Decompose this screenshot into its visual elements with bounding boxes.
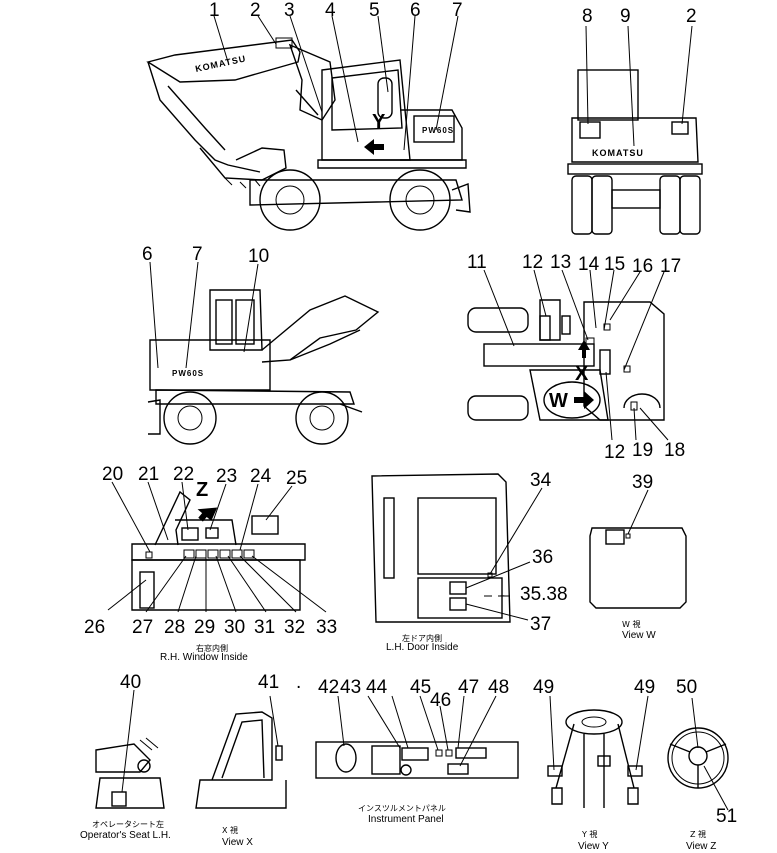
callout-6: 6 — [410, 0, 421, 21]
callout-4: 4 — [325, 0, 336, 21]
callout-2-rear: 2 — [686, 6, 697, 27]
callout-28: 28 — [164, 617, 185, 638]
lh-door-inside-view: 34 36 - 35.38 37 左ドア内側 L.H. Door Inside — [371, 470, 568, 653]
excavator-rear-view: KOMATSU 8 9 2 — [567, 6, 703, 235]
view-w: 39 W 視 View W — [589, 472, 687, 641]
callout-30: 30 — [224, 617, 245, 638]
view-y-caption-jp: Y 視 — [581, 830, 597, 839]
callout-15: 15 — [604, 254, 625, 275]
callout-49-right: 49 — [634, 677, 655, 698]
svg-text:.: . — [296, 672, 301, 693]
panel-caption-jp: インスツルメントパネル — [358, 804, 446, 813]
view-y: 49 49 Y 視 View Y — [533, 677, 655, 852]
callout-24: 24 — [250, 466, 272, 487]
view-y-marker: Y — [372, 111, 386, 133]
callout-45: 45 — [410, 677, 431, 698]
seat-caption: Operator's Seat L.H. — [80, 830, 171, 841]
callout-50: 50 — [676, 677, 697, 698]
view-z: 50 51 Z 視 View Z — [667, 677, 737, 852]
callout-32: 32 — [284, 617, 305, 638]
callout-21: 21 — [138, 464, 159, 485]
callout-37: 37 — [530, 614, 551, 635]
callout-1: 1 — [209, 0, 220, 21]
callout-25: 25 — [286, 468, 307, 489]
panel-caption: Instrument Panel — [368, 814, 444, 825]
callout-6-rh: 6 — [142, 244, 153, 265]
callout-41: 41 — [258, 672, 279, 693]
svg-text:-: - — [500, 587, 505, 604]
callout-36: 36 — [532, 547, 553, 568]
callout-17: 17 — [660, 256, 681, 277]
callout-18: 18 — [664, 440, 685, 461]
komatsu-boom-decal: KOMATSU — [194, 53, 247, 74]
operator-seat-view: 40 オペレータシート左 Operator's Seat L.H. — [80, 672, 171, 841]
view-x-caption-jp: X 視 — [222, 826, 238, 835]
callout-42: 42 — [318, 677, 339, 698]
callout-48: 48 — [488, 677, 509, 698]
callout-11: 11 — [467, 252, 487, 273]
rh-window-caption: R.H. Window Inside — [160, 652, 248, 663]
rh-window-caption-jp: 右窓内側 — [196, 643, 228, 653]
callout-29: 29 — [194, 617, 215, 638]
view-x-caption: View X — [222, 837, 253, 848]
callout-13: 13 — [550, 252, 571, 273]
callout-31: 31 — [254, 617, 275, 638]
callout-12: 12 — [522, 252, 543, 273]
callout-8: 8 — [582, 6, 593, 27]
callout-5: 5 — [369, 0, 380, 21]
callout-22: 22 — [173, 464, 194, 485]
callout-34: 34 — [530, 470, 552, 491]
callout-10: 10 — [248, 246, 269, 267]
callout-39: 39 — [632, 472, 653, 493]
callout-44: 44 — [366, 677, 388, 698]
callout-16: 16 — [632, 256, 653, 277]
callouts-side-view: 1 2 3 4 5 6 7 — [209, 0, 463, 151]
model-decal-rh: PW60S — [172, 369, 204, 378]
view-w-marker: W — [549, 390, 568, 412]
lh-door-caption: L.H. Door Inside — [386, 642, 459, 653]
callout-12-top: 12 — [604, 442, 625, 463]
callout-3: 3 — [284, 0, 295, 21]
callout-35-38: 35.38 — [520, 584, 568, 605]
callout-2: 2 — [250, 0, 261, 21]
view-z-caption-jp: Z 視 — [690, 830, 706, 839]
rh-window-inside-view: Z 20 21 22 23 24 25 26 27 28 29 30 31 32… — [84, 464, 337, 663]
excavator-right-side-view: PW60S 6 7 10 — [142, 244, 380, 445]
callout-7: 7 — [452, 0, 463, 21]
callout-7-rh: 7 — [192, 244, 203, 265]
model-decal: PW60S — [422, 126, 454, 135]
callout-43: 43 — [340, 677, 361, 698]
callout-9: 9 — [620, 6, 631, 27]
callout-51: 51 — [716, 806, 737, 827]
callout-19: 19 — [632, 440, 653, 461]
excavator-side-view: Y KOMATSU PW60S — [146, 37, 471, 231]
view-x-marker: X — [575, 363, 589, 385]
view-w-caption-jp: W 視 — [622, 620, 640, 629]
instrument-panel-view: 42 43 44 45 46 47 48 インスツルメントパネル Instrum… — [315, 677, 519, 825]
view-x: 41 . X 視 View X — [195, 672, 301, 848]
callout-47: 47 — [458, 677, 479, 698]
lh-door-caption-jp: 左ドア内側 — [402, 633, 442, 643]
callout-40: 40 — [120, 672, 141, 693]
callout-20: 20 — [102, 464, 123, 485]
komatsu-rear-decal: KOMATSU — [592, 148, 644, 158]
callout-14: 14 — [578, 254, 600, 275]
view-z-marker: Z — [196, 479, 208, 501]
callout-27: 27 — [132, 617, 153, 638]
view-y-caption: View Y — [578, 841, 609, 852]
seat-caption-jp: オペレータシート左 — [92, 819, 164, 829]
callout-49: 49 — [533, 677, 554, 698]
excavator-top-view: X W 11 12 13 14 15 16 17 12 19 18 — [467, 252, 685, 463]
callout-26: 26 — [84, 617, 105, 638]
callout-23: 23 — [216, 466, 237, 487]
callout-46: 46 — [430, 690, 451, 711]
view-w-caption: View W — [622, 630, 656, 641]
callout-33: 33 — [316, 617, 337, 638]
view-z-caption: View Z — [686, 841, 716, 852]
